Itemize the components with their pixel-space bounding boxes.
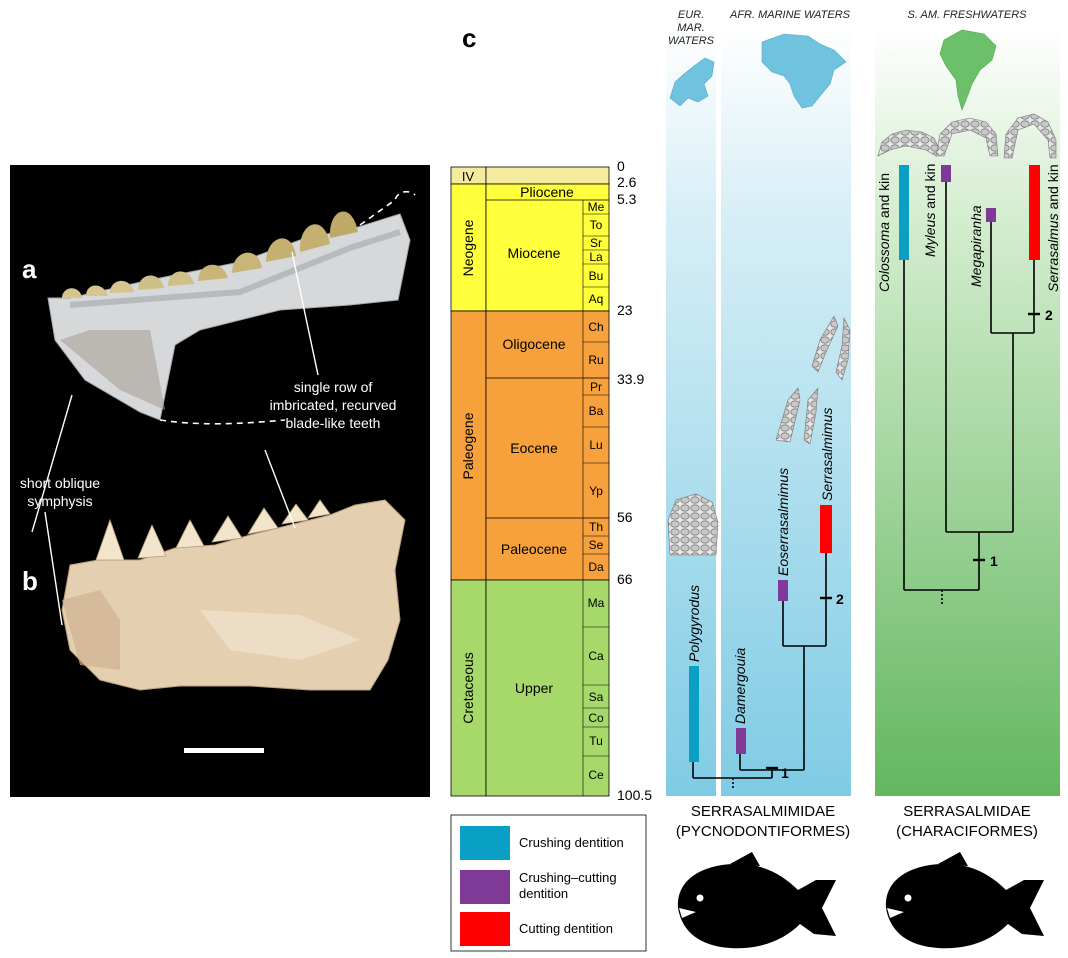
svg-text:Ba: Ba [589,404,604,418]
svg-text:33.9: 33.9 [617,371,644,387]
epoch-upper: Upper [515,680,553,696]
legend-swatch-cutting [460,912,510,946]
svg-text:Pr: Pr [590,380,602,394]
svg-text:23: 23 [617,302,633,318]
svg-text:Sa: Sa [589,690,604,704]
svg-text:symphysis: symphysis [27,493,92,509]
marine-panel: EUR. MAR. WATERS AFR. MARINE WATERS [666,9,851,796]
taxon-colossoma: Colossoma and kin [876,173,892,292]
svg-text:2.6: 2.6 [617,174,637,190]
svg-text:0: 0 [617,158,625,174]
photo-panel: a b single row of imbricated, recurved b… [10,165,430,797]
polygyrodus-dentition [668,494,718,555]
legend-label-crushing-cutting-2: dentition [519,886,568,901]
svg-text:Me: Me [588,200,605,214]
svg-text:Yp: Yp [589,484,603,498]
period-neogene: Neogene [460,219,476,276]
node-1-marine: 1 [781,765,789,781]
panel-label-a: a [22,254,37,284]
svg-text:56: 56 [617,509,633,525]
svg-text:Ma: Ma [588,596,605,610]
epoch-paleocene: Paleocene [501,541,567,557]
range-serrasalmimus [820,505,832,553]
period-iv: IV [462,169,475,184]
taxon-eoserrasalmimus: Eoserrasalmimus [775,468,791,576]
svg-text:Sr: Sr [590,236,602,250]
node-1-fresh: 1 [990,553,998,569]
range-polygyrodus [689,666,699,762]
svg-text:Aq: Aq [589,292,604,306]
node-2-fresh: 2 [1045,307,1053,323]
svg-text:Th: Th [589,520,603,534]
epoch-miocene: Miocene [508,245,561,261]
legend-label-crushing: Crushing dentition [519,835,624,850]
legend-label-cutting: Cutting dentition [519,921,613,936]
svg-text:single row of: single row of [294,379,373,395]
svg-text:blade-like teeth: blade-like teeth [286,415,381,431]
taxon-megapiranha: Megapiranha [968,205,984,287]
freshwater-panel: S. AM. FRESHWATERS Colossoma and kin [875,9,1061,796]
range-damergouia [736,728,746,754]
taxon-serrasalmus: Serrasalmus and kin [1045,164,1061,292]
panel-label-c: c [462,23,476,53]
group-left-2: (PYCNODONTIFORMES) [676,823,850,840]
range-colossoma [899,165,909,260]
timescale: IV Neogene Paleogene Cretaceous Pliocene… [451,158,652,803]
svg-text:66: 66 [617,571,633,587]
period-paleogene: Paleogene [460,412,476,479]
age-labels: 0 2.6 5.3 23 33.9 56 66 100.5 [617,158,652,803]
group-right-2: (CHARACIFORMES) [896,823,1038,840]
epoch-oligocene: Oligocene [502,336,565,352]
period-cretaceous: Cretaceous [460,652,476,724]
svg-text:100.5: 100.5 [617,787,652,803]
svg-text:Se: Se [589,538,604,552]
group-labels: SERRASALMIMIDAE (PYCNODONTIFORMES) SERRA… [676,803,1038,840]
range-megapiranha [986,208,996,222]
region-sam: S. AM. FRESHWATERS [908,9,1028,21]
svg-text:5.3: 5.3 [617,191,637,207]
fish-silhouette-characiform [886,852,1044,948]
taxon-myleus: Myleus and kin [922,164,938,257]
node-2-marine: 2 [836,591,844,607]
panel-label-b: b [22,566,38,596]
range-serrasalmus [1029,165,1040,260]
svg-text:Co: Co [588,711,604,725]
legend: Crushing dentition Crushing–cutting dent… [451,815,646,951]
svg-text:Lu: Lu [589,438,602,452]
legend-swatch-crushing [460,826,510,860]
svg-text:Ru: Ru [588,353,603,367]
svg-text:To: To [590,218,603,232]
svg-text:Bu: Bu [589,269,604,283]
taxon-damergouia: Damergouia [732,648,748,724]
legend-swatch-crushing-cutting [460,870,510,904]
fish-silhouette-pycnodont [678,852,836,948]
region-afr: AFR. MARINE WATERS [729,9,851,21]
region-eur-3: WATERS [668,35,715,47]
region-eur-1: EUR. [678,9,704,21]
region-eur-2: MAR. [677,22,705,34]
svg-text:short oblique: short oblique [20,475,100,491]
epoch-pliocene: Pliocene [520,184,574,200]
svg-text:Da: Da [588,560,604,574]
svg-text:Ca: Ca [588,649,604,663]
svg-text:imbricated, recurved: imbricated, recurved [270,397,397,413]
epoch-eocene: Eocene [510,440,558,456]
range-myleus [941,165,951,182]
group-right-1: SERRASALMIDAE [903,803,1031,820]
svg-text:Ch: Ch [588,320,603,334]
svg-text:Ce: Ce [588,768,604,782]
taxon-polygyrodus: Polygyrodus [686,585,702,662]
svg-text:La: La [589,250,603,264]
scale-bar [184,748,264,753]
svg-text:Tu: Tu [589,734,603,748]
taxon-serrasalmimus: Serrasalmimus [819,408,835,501]
legend-label-crushing-cutting-1: Crushing–cutting [519,870,617,885]
group-left-1: SERRASALMIMIDAE [691,803,835,820]
range-eoserrasalmimus [778,580,788,601]
